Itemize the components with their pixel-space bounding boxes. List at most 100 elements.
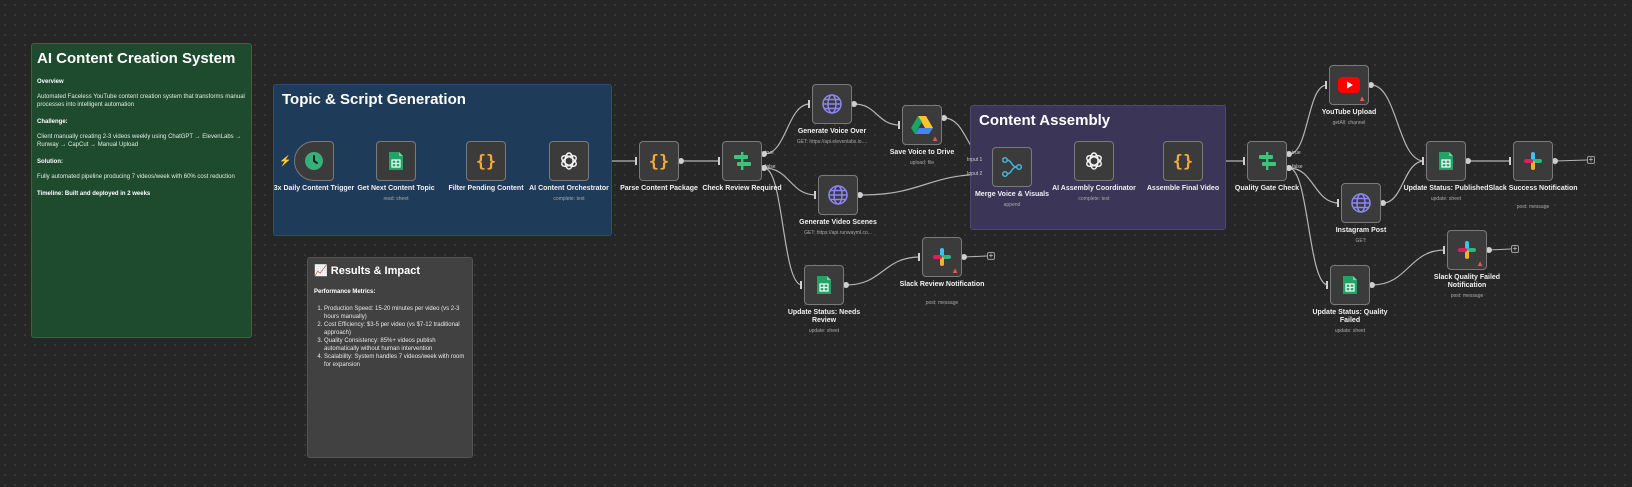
add-connection-line	[1488, 248, 1512, 251]
input-port	[1243, 157, 1245, 165]
metrics-list: Production Speed: 15-20 minutes per vide…	[314, 305, 466, 369]
sticky-note-system-overview[interactable]: AI Content Creation System Overview Auto…	[31, 43, 252, 338]
node-label: AI Content Orchestrator	[529, 185, 609, 192]
node-assemble-video[interactable]: {}	[1163, 141, 1203, 181]
warning-icon: ▲	[931, 134, 939, 143]
node-merge[interactable]	[992, 147, 1032, 187]
metric-item: Quality Consistency: 85%+ videos publish…	[324, 337, 466, 353]
globe-icon	[1342, 184, 1380, 222]
svg-text:{}: {}	[1173, 152, 1193, 171]
node-get-topic[interactable]	[376, 141, 416, 181]
node-filter-pending[interactable]: {}	[466, 141, 506, 181]
challenge-heading: Challenge:	[37, 119, 68, 125]
google-sheets-icon	[1331, 266, 1369, 304]
node-trigger[interactable]: ⚡	[279, 141, 334, 181]
input-port	[1509, 157, 1511, 165]
warning-icon: ▲	[951, 266, 959, 275]
node-label: Update Status: Published	[1403, 185, 1489, 192]
node-label: 3x Daily Content Trigger	[273, 185, 355, 192]
node-parse-package[interactable]: {}	[639, 141, 679, 181]
node-instagram[interactable]	[1341, 183, 1381, 223]
google-sheets-icon	[1427, 142, 1465, 180]
input-port	[1326, 281, 1328, 289]
code-braces-icon: {}	[1164, 142, 1202, 180]
node-subtitle: update: sheet	[1430, 196, 1462, 202]
input-port	[918, 253, 920, 261]
globe-icon	[819, 176, 857, 214]
add-connection-line	[1554, 159, 1588, 162]
sticky-title: 📈 Results & Impact	[314, 265, 420, 277]
node-slack-review[interactable]: ▲	[922, 237, 962, 277]
node-ai-orchestrator[interactable]	[549, 141, 589, 181]
node-status-review[interactable]	[804, 265, 844, 305]
node-slack-success[interactable]	[1513, 141, 1553, 181]
node-save-drive[interactable]: ▲	[902, 105, 942, 145]
node-subtitle: read: sheet	[383, 196, 409, 202]
youtube-icon	[1330, 66, 1368, 104]
node-label: Parse Content Package	[620, 185, 698, 192]
input-port	[635, 157, 637, 165]
true-port-label: true	[1292, 150, 1301, 156]
input-port	[808, 100, 810, 108]
overview-heading: Overview	[37, 79, 64, 85]
add-node-button[interactable]: +	[1587, 155, 1595, 164]
warning-icon: ▲	[1358, 94, 1366, 103]
true-port-label: true	[765, 150, 774, 156]
solution-heading: Solution:	[37, 159, 63, 165]
node-video-scenes[interactable]	[818, 175, 858, 215]
sticky-note-results[interactable]: 📈 Results & Impact Performance Metrics: …	[307, 257, 473, 458]
globe-icon	[813, 85, 851, 123]
input-port	[800, 281, 802, 289]
node-label: Update Status: Quality Failed	[1312, 309, 1388, 324]
node-voice-over[interactable]	[812, 84, 852, 124]
solution-text: Fully automated pipeline producing 7 vid…	[37, 174, 235, 180]
node-subtitle: getAll: channel	[1332, 120, 1366, 126]
input-port	[1422, 157, 1424, 165]
add-connection-line	[963, 255, 988, 258]
clock-icon	[295, 142, 333, 180]
sticky-title: AI Content Creation System	[37, 50, 236, 67]
input1-port-label: Input 1	[967, 157, 983, 163]
merge-icon	[993, 148, 1031, 186]
false-port-label: false	[1292, 164, 1303, 170]
input-port	[1325, 81, 1327, 89]
node-quality-gate[interactable]	[1247, 141, 1287, 181]
node-subtitle: GET: https://api.runwayml.co...	[804, 230, 872, 236]
node-slack-quality-failed[interactable]: ▲	[1447, 230, 1487, 270]
node-check-review[interactable]	[722, 141, 762, 181]
challenge-text: Client manually creating 2-3 videos week…	[37, 134, 242, 148]
input-port	[1337, 199, 1339, 207]
node-subtitle: post: message	[925, 300, 959, 306]
node-label: Generate Voice Over	[797, 128, 867, 135]
node-label: Get Next Content Topic	[357, 185, 435, 192]
if-branch-icon	[1248, 142, 1286, 180]
sticky-title: Content Assembly	[979, 112, 1111, 129]
trigger-bolt-icon: ⚡	[279, 156, 292, 167]
node-label: Assemble Final Video	[1146, 185, 1220, 192]
slack-icon	[1448, 231, 1486, 269]
slack-icon	[1514, 142, 1552, 180]
slack-icon	[923, 238, 961, 276]
metric-item: Scalability: System handles 7 videos/wee…	[324, 353, 466, 369]
node-label: Instagram Post	[1335, 227, 1387, 234]
svg-text:{}: {}	[649, 152, 669, 171]
add-node-button[interactable]: +	[1511, 244, 1519, 253]
node-subtitle: complete: text	[553, 196, 585, 202]
metrics-heading: Performance Metrics:	[314, 289, 376, 295]
openai-icon	[1075, 142, 1113, 180]
metric-item: Production Speed: 15-20 minutes per vide…	[324, 305, 466, 321]
node-status-published[interactable]	[1426, 141, 1466, 181]
node-youtube[interactable]: ▲	[1329, 65, 1369, 105]
node-subtitle: append	[1003, 202, 1021, 208]
node-label: Save Voice to Drive	[889, 149, 955, 156]
node-ai-assembly[interactable]	[1074, 141, 1114, 181]
node-label: Slack Quality Failed Notification	[1433, 274, 1501, 289]
node-subtitle: post: message	[1450, 293, 1484, 299]
add-node-button[interactable]: +	[987, 251, 995, 260]
connection-edge	[853, 103, 901, 126]
node-label: Slack Success Notification	[1488, 185, 1578, 192]
node-label: Slack Review Notification	[899, 281, 985, 288]
node-status-quality-failed[interactable]	[1330, 265, 1370, 305]
code-braces-icon: {}	[640, 142, 678, 180]
